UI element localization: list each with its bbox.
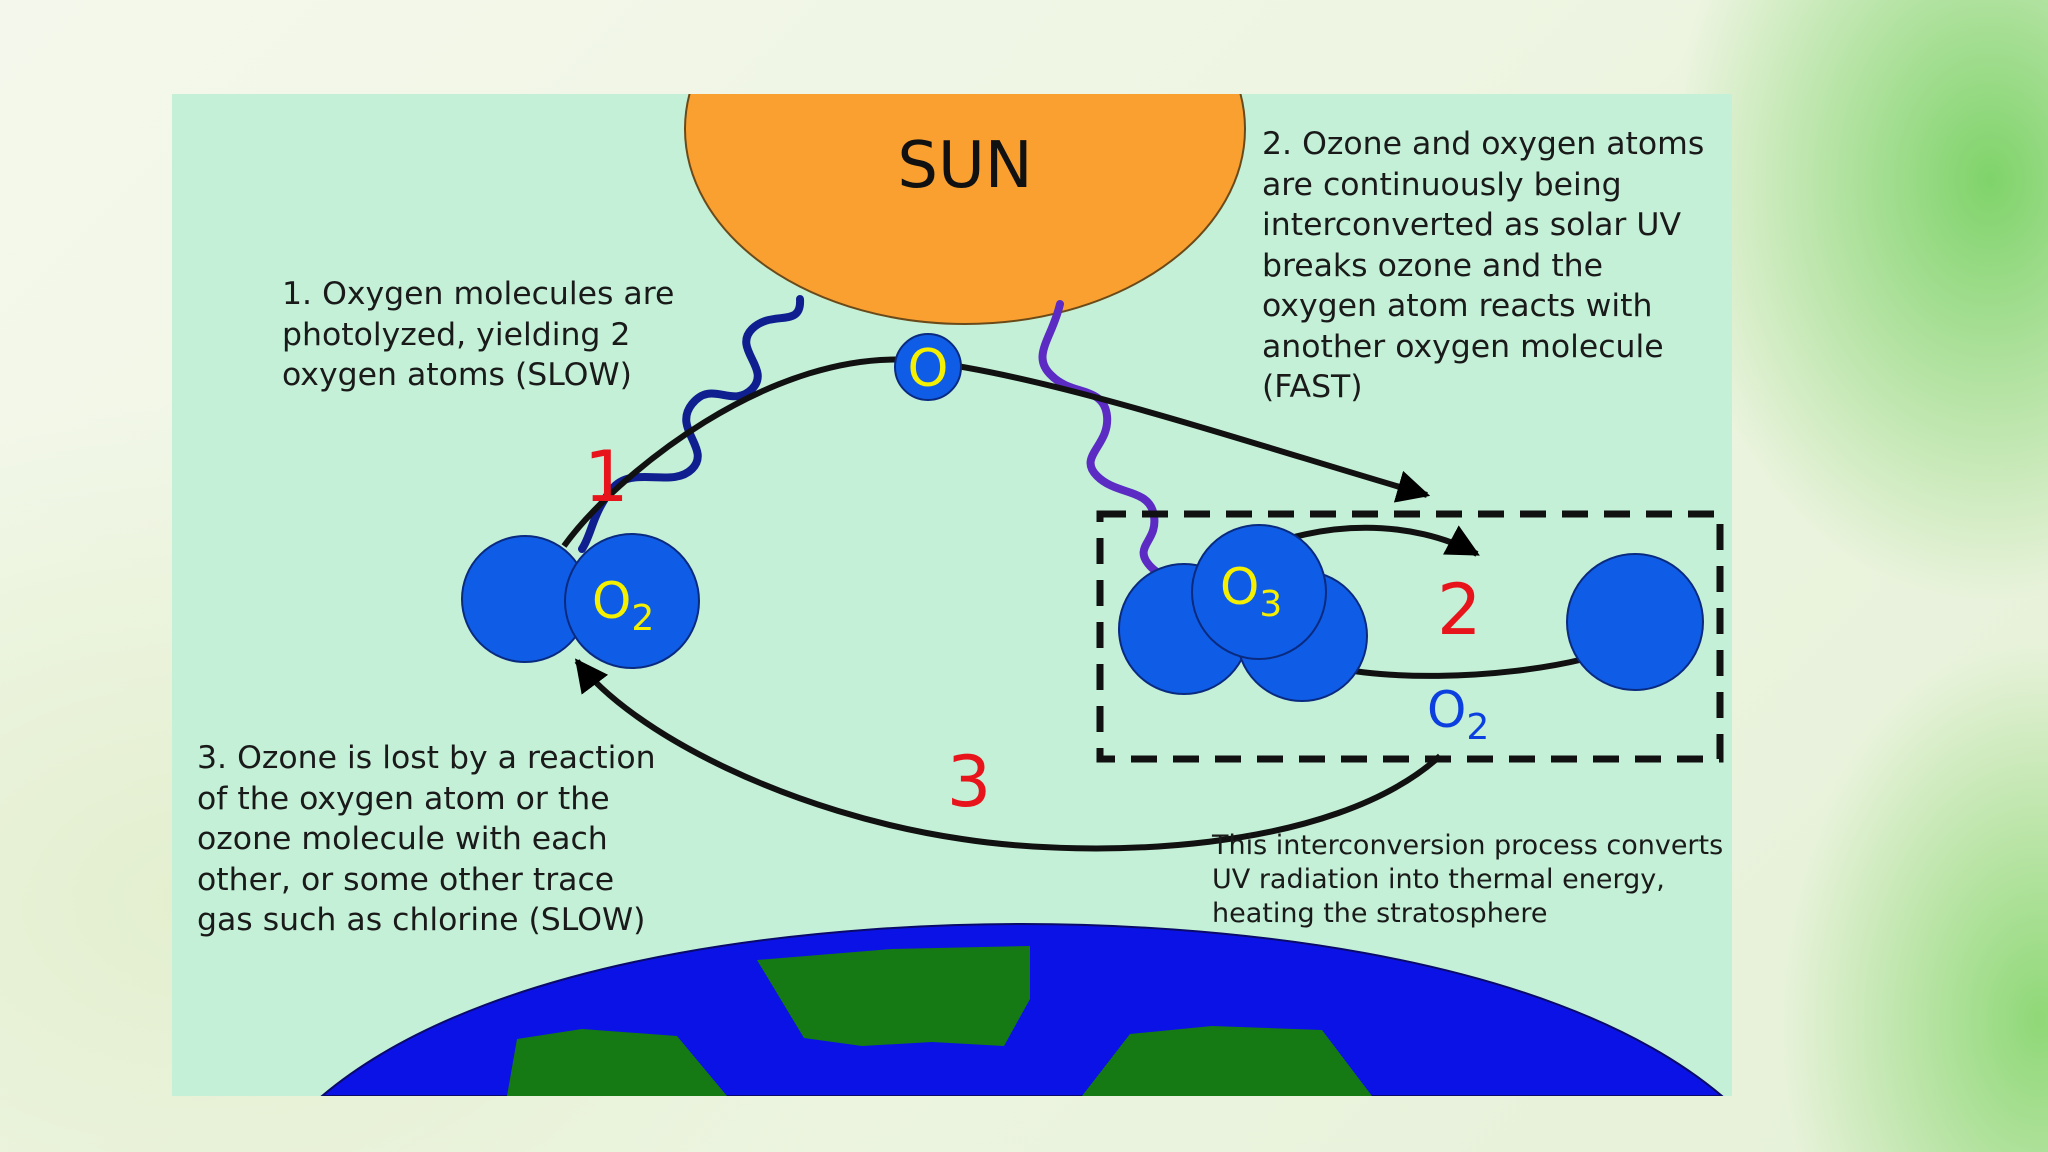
o2-molecule-left: O2 xyxy=(461,533,700,669)
o3-label: O3 xyxy=(1220,558,1282,625)
diagram-slide: SUN O2 O O3 O xyxy=(172,94,1732,1096)
o3-atom-top xyxy=(1191,524,1327,660)
uv-wave-step2 xyxy=(1038,300,1189,603)
sun-label: SUN xyxy=(897,129,1032,203)
arrow-ozone-loss xyxy=(574,658,1443,852)
earth-land-center xyxy=(757,946,1030,1046)
o2-left-atom-b xyxy=(564,533,700,669)
caption-interconversion: This interconversion process converts UV… xyxy=(1212,830,1724,929)
oxygen-atom: O xyxy=(894,333,962,401)
oxygen-atom-label: O xyxy=(908,339,949,399)
o3-molecule: O3 xyxy=(1118,524,1368,702)
earth-land-left xyxy=(507,1029,727,1096)
caption-step1: 1. Oxygen molecules are photolyzed, yiel… xyxy=(282,276,675,393)
interconversion-box xyxy=(1096,510,1724,763)
free-oxygen-atom xyxy=(1566,553,1704,691)
oxygen-atom-circle xyxy=(894,333,962,401)
step-number-1: 1 xyxy=(584,436,629,518)
o2-reactant-label: O2 xyxy=(1427,681,1489,748)
step-number-3: 3 xyxy=(947,741,992,823)
o2-left-label: O2 xyxy=(592,572,654,639)
sun-disc xyxy=(684,94,1246,325)
sun: SUN xyxy=(684,94,1246,325)
caption-step3: 3. Ozone is lost by a reaction of the ox… xyxy=(197,740,656,938)
earth xyxy=(320,922,1724,1096)
step-number-2: 2 xyxy=(1437,569,1482,651)
earth-land-right xyxy=(1082,1026,1372,1096)
caption-step2: 2. Ozone and oxygen atoms are continuous… xyxy=(1262,126,1705,405)
ozone-cycle-diagram: SUN O2 O O3 O xyxy=(320,94,1724,1096)
